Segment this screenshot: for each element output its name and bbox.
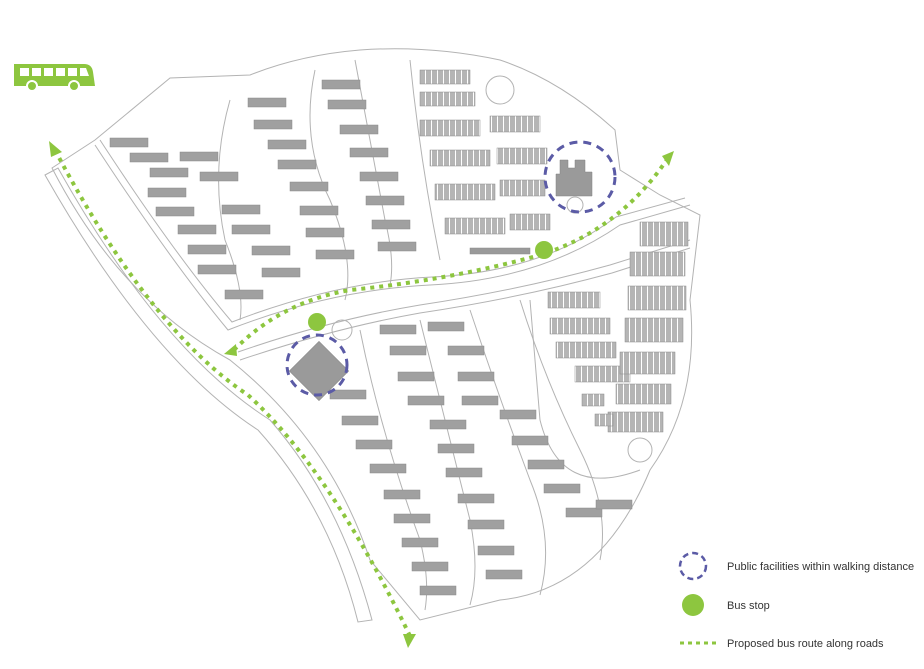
legend-item-facility: Public facilities within walking distanc…	[678, 551, 914, 581]
residential-blocks-south	[329, 321, 633, 596]
legend: Public facilities within walking distanc…	[678, 551, 914, 650]
legend-item-bus-stop: Bus stop	[682, 594, 770, 616]
bus-route-lines	[53, 149, 670, 637]
bus-icon	[14, 64, 95, 92]
bus-stop-markers	[308, 241, 553, 331]
dense-blocks-northeast	[419, 69, 551, 255]
legend-label-bus-route: Proposed bus route along roads	[727, 638, 884, 650]
facility-dashed-circle-icon	[285, 140, 617, 397]
site-outlines	[44, 48, 701, 623]
dense-blocks-east	[547, 221, 689, 433]
legend-item-bus-route: Proposed bus route along roads	[680, 638, 884, 650]
legend-label-facility: Public facilities within walking distanc…	[727, 561, 914, 573]
facility-buildings	[288, 159, 593, 402]
route-arrowheads	[49, 141, 674, 648]
residential-blocks-northwest	[109, 79, 417, 300]
bus-stop-south	[308, 313, 326, 331]
dashed-circle-icon	[678, 551, 708, 581]
green-dot-icon	[682, 594, 704, 616]
bus-stop-north	[535, 241, 553, 259]
legend-label-bus-stop: Bus stop	[727, 600, 770, 612]
